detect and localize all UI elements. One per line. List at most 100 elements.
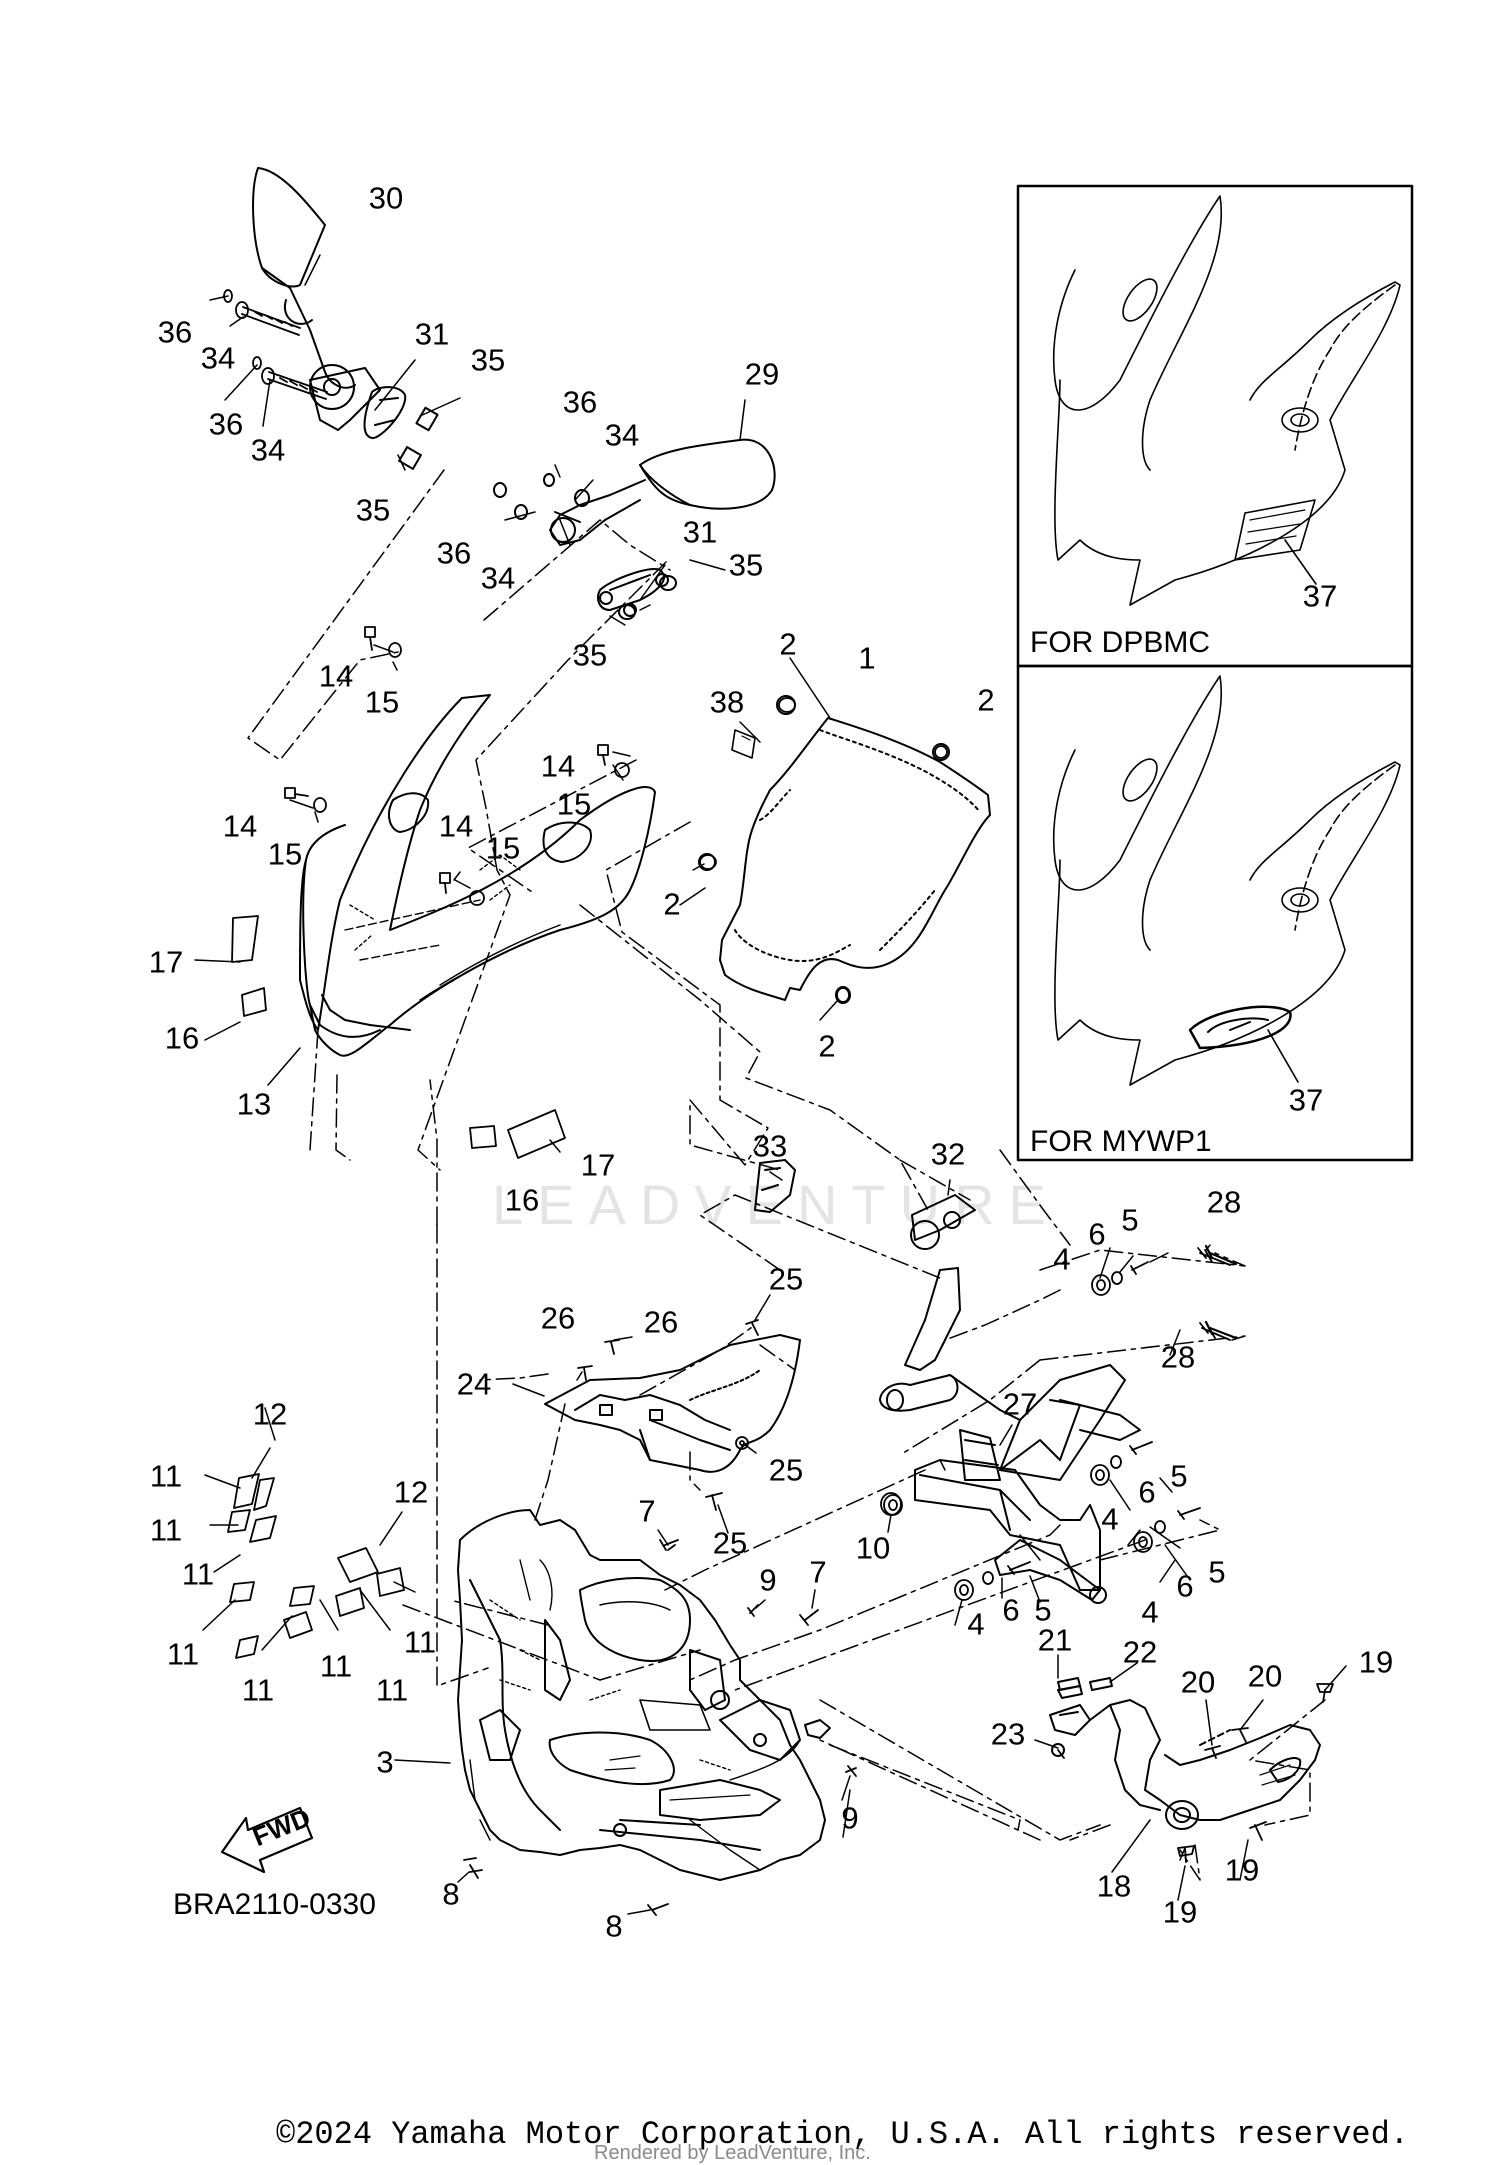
callout-34: 34 (250, 432, 286, 468)
callout-9: 9 (841, 1800, 859, 1836)
callout-24: 24 (456, 1366, 492, 1402)
callout-11: 11 (181, 1556, 215, 1592)
callout-8: 8 (605, 1908, 623, 1944)
callout-2: 2 (977, 682, 995, 718)
callout-36: 36 (436, 535, 472, 571)
rendered-by-credit: Rendered by LeadVenture, Inc. (594, 2142, 871, 2164)
callout-36: 36 (208, 406, 244, 442)
callout-1: 1 (858, 640, 876, 676)
callout-17: 17 (148, 944, 184, 980)
callout-15: 15 (485, 830, 521, 866)
mirror-right (493, 438, 776, 620)
callout-6: 6 (1176, 1568, 1194, 1604)
mirror-left (252, 167, 439, 470)
inset-panel-mywp1 (1016, 664, 1414, 1162)
callout-35: 35 (728, 547, 764, 583)
callout-6: 6 (1002, 1592, 1020, 1628)
windscreen (698, 695, 991, 1004)
callout-26: 26 (643, 1304, 679, 1340)
callout-5: 5 (1121, 1202, 1139, 1238)
diagram-code: BRA2110-0330 (173, 1888, 376, 1921)
lower-cover-18 (1049, 1677, 1321, 1830)
callout-32: 32 (930, 1136, 966, 1172)
callout-15: 15 (267, 836, 303, 872)
callout-2: 2 (779, 626, 797, 662)
callout-11: 11 (149, 1458, 183, 1494)
callout-28: 28 (1160, 1339, 1196, 1375)
callout-6: 6 (1088, 1216, 1106, 1252)
callout-15: 15 (364, 684, 400, 720)
callout-16: 16 (164, 1020, 200, 1056)
callout-23: 23 (990, 1716, 1026, 1752)
callout-11: 11 (375, 1672, 409, 1708)
leader-lines (194, 254, 1347, 1915)
callout-28: 28 (1206, 1184, 1242, 1220)
callout-33: 33 (752, 1128, 788, 1164)
callout-26: 26 (540, 1300, 576, 1336)
callout-38: 38 (709, 684, 745, 720)
callout-25: 25 (712, 1525, 748, 1561)
callout-5: 5 (1034, 1592, 1052, 1628)
callout-14: 14 (438, 808, 474, 844)
panel-caption-dpbmc: FOR DPBMC (1030, 626, 1210, 659)
callout-29: 29 (744, 356, 780, 392)
callout-11: 11 (149, 1512, 183, 1548)
callout-37-dpbmc: 37 (1302, 578, 1338, 614)
panel-caption-mywp1: FOR MYWP1 (1030, 1125, 1212, 1158)
callout-14: 14 (318, 658, 354, 694)
callout-27: 27 (1002, 1386, 1038, 1422)
callout-25: 25 (768, 1261, 804, 1297)
callout-3: 3 (376, 1744, 394, 1780)
callout-34: 34 (480, 560, 516, 596)
inner-panel-24 (544, 1334, 801, 1473)
callout-4: 4 (1141, 1594, 1159, 1630)
callout-37-mywp1: 37 (1288, 1082, 1324, 1118)
callout-36: 36 (562, 384, 598, 420)
callout-30: 30 (368, 180, 404, 216)
callout-7: 7 (809, 1554, 827, 1590)
callout-16: 16 (504, 1182, 540, 1218)
callout-19: 19 (1358, 1644, 1394, 1680)
cowl-stay (879, 1267, 1141, 1604)
callout-35: 35 (572, 637, 608, 673)
callout-12: 12 (252, 1396, 288, 1432)
bracket-32 (910, 1194, 976, 1250)
callout-14: 14 (222, 808, 258, 844)
callout-4: 4 (1101, 1501, 1119, 1537)
callout-4: 4 (1053, 1241, 1071, 1277)
callout-20: 20 (1247, 1658, 1283, 1694)
callout-7: 7 (638, 1493, 656, 1529)
callout-21: 21 (1037, 1622, 1073, 1658)
callout-31: 31 (414, 316, 450, 352)
callout-2: 2 (663, 886, 681, 922)
callout-11: 11 (319, 1648, 353, 1684)
watermark-text: LEADVENTURE (492, 1173, 1060, 1236)
callout-8: 8 (442, 1876, 460, 1912)
bracket-33 (754, 1159, 796, 1213)
callout-11: 11 (403, 1624, 437, 1660)
callout-34: 34 (200, 340, 236, 376)
callout-19: 19 (1162, 1894, 1198, 1930)
callout-18: 18 (1096, 1868, 1132, 1904)
callout-12: 12 (393, 1474, 429, 1510)
callout-36: 36 (157, 314, 193, 350)
callout-13: 13 (236, 1086, 272, 1122)
callout-11: 11 (166, 1636, 200, 1672)
fwd-arrow-shape (220, 1806, 314, 1874)
side-cowl (299, 694, 656, 1057)
under-cowl-details (489, 1599, 731, 1771)
callout-11: 11 (241, 1672, 275, 1708)
callout-34: 34 (604, 417, 640, 453)
under-cowl (457, 1509, 831, 1881)
reference-lines (247, 469, 1326, 1881)
callout-20: 20 (1180, 1664, 1216, 1700)
upper-cowl-dpbmc (1052, 195, 1401, 606)
callout-35: 35 (470, 342, 506, 378)
callout-15: 15 (556, 786, 592, 822)
callout-31: 31 (682, 514, 718, 550)
callout-5: 5 (1170, 1458, 1188, 1494)
upper-cowl-mywp1 (1052, 675, 1401, 1086)
callout-25: 25 (768, 1452, 804, 1488)
